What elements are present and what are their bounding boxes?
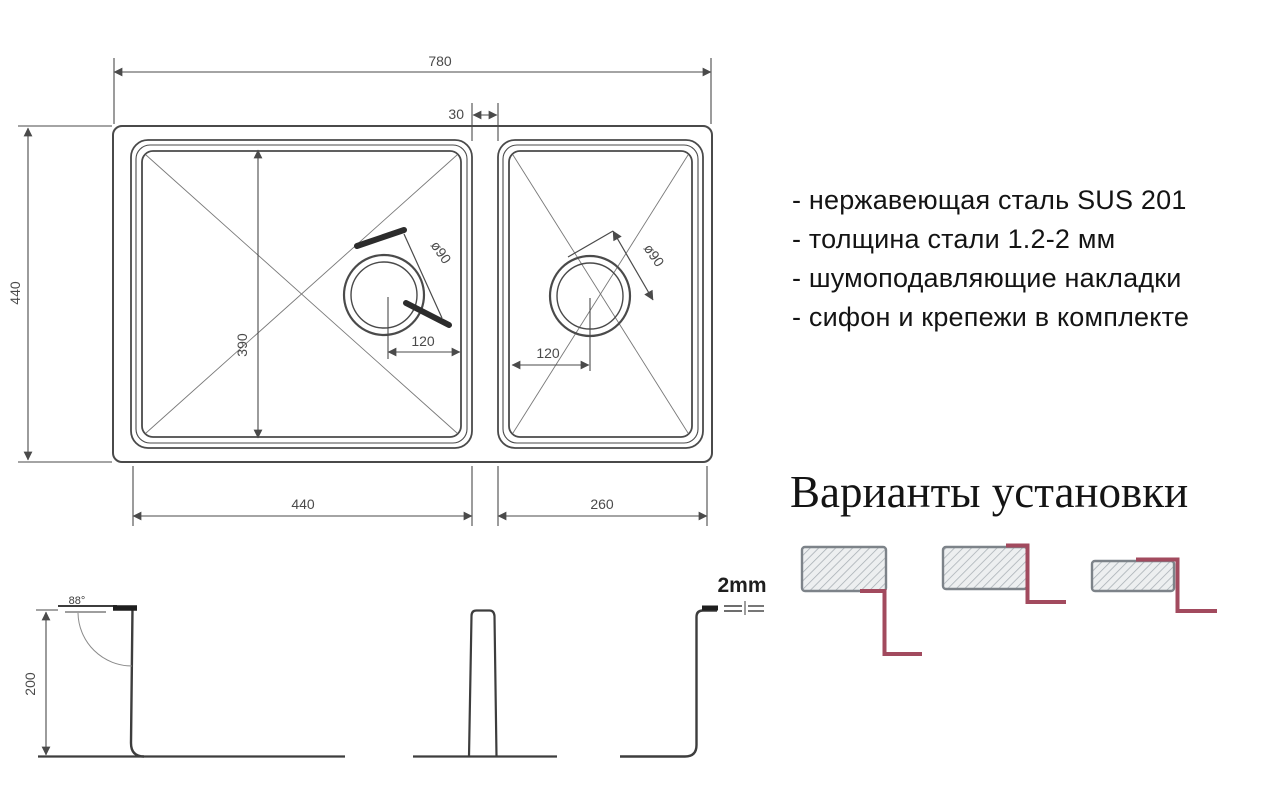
- dim-390-label: 390: [234, 333, 250, 357]
- diameter-arrow-bold-1: [354, 227, 407, 249]
- dim-diam-right-label: ø90: [641, 241, 668, 270]
- specs-list: - нержавеющая сталь SUS 201 - толщина ст…: [792, 181, 1189, 337]
- right-bowl-rim-inner: [508, 150, 693, 438]
- right-bowl: [497, 139, 704, 449]
- install-option-topmount: [1090, 557, 1217, 613]
- thickness-marks: [724, 601, 764, 615]
- dim-drain-offset-left: 120: [387, 297, 461, 359]
- dim-total-width: 780: [113, 53, 712, 124]
- left-bowl-diagonal-2: [145, 154, 458, 434]
- spec-item: - сифон и крепежи в комплекте: [792, 302, 1190, 332]
- dim-bowl-inner-height: 390: [234, 149, 263, 439]
- left-bowl-rim-mid: [135, 144, 468, 444]
- angle-arc: [77, 612, 133, 667]
- sink-rim-profile: [1006, 543, 1066, 604]
- dim-120-left-label: 120: [411, 333, 435, 349]
- install-title: Варианты установки: [790, 467, 1189, 517]
- section-wall-right: [620, 609, 717, 758]
- countertop-block: [1090, 559, 1176, 593]
- dim-bowl-gap: 30: [448, 103, 499, 141]
- dim-120-right-label: 120: [536, 345, 560, 361]
- dim-440-bottom-label: 440: [291, 496, 315, 512]
- sink-rim-profile: [860, 589, 922, 656]
- diameter-line: [403, 233, 443, 319]
- install-option-flushmount: [941, 543, 1066, 604]
- countertop-block: [800, 545, 888, 593]
- thickness-label-2mm: 2mm: [717, 574, 766, 597]
- section-divider: [467, 609, 498, 757]
- left-drain-inner: [350, 261, 418, 329]
- spec-item: - толщина стали 1.2-2 мм: [792, 224, 1116, 254]
- spec-item: - шумоподавляющие накладки: [792, 263, 1182, 293]
- dim-440-left-label: 440: [7, 281, 23, 305]
- sink-rim-profile: [1136, 557, 1217, 613]
- dim-30-label: 30: [448, 106, 464, 122]
- sink-outline: [112, 125, 713, 463]
- diameter-line: [612, 230, 654, 301]
- dim-drain-diameter-left: ø90: [354, 227, 455, 328]
- dim-780-label: 780: [428, 53, 452, 69]
- dim-bowl-right-width: 260: [497, 466, 708, 526]
- right-bowl-diagonal-2: [512, 154, 689, 434]
- section-view: 88° 200 2mm: [22, 574, 767, 758]
- angle-88-label: 88°: [69, 595, 86, 607]
- left-bowl: [130, 139, 473, 449]
- dim-bowl-left-width: 440: [132, 466, 473, 526]
- right-bowl-rim-outer: [497, 139, 704, 449]
- diameter-arrow-bold-2: [403, 300, 452, 328]
- dim-depth: 200: [22, 609, 58, 756]
- right-bowl-rim-mid: [502, 144, 699, 444]
- countertop-block: [941, 545, 1029, 591]
- left-bowl-rim-inner: [141, 150, 462, 438]
- top-view: 780 30 440 390: [7, 53, 713, 526]
- tangent-line: [567, 230, 614, 258]
- spec-item: - нержавеющая сталь SUS 201: [792, 185, 1187, 215]
- install-diagrams: [800, 543, 1217, 656]
- left-drain-outer: [342, 253, 426, 337]
- section-wall-left: [129, 607, 145, 758]
- dim-260-bottom-label: 260: [590, 496, 614, 512]
- dim-total-height: 440: [7, 125, 112, 463]
- install-option-undermount: [800, 545, 922, 656]
- dim-diam-left-label: ø90: [428, 238, 455, 267]
- dim-200-label: 200: [22, 672, 38, 696]
- left-bowl-rim-outer: [130, 139, 473, 449]
- dim-drain-offset-right: 120: [511, 298, 591, 371]
